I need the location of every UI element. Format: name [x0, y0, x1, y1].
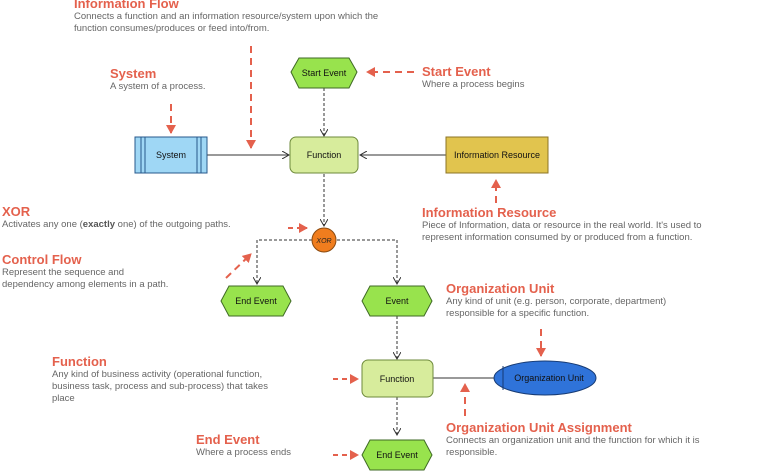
annotation-line: function consumes/produces or feed into/… — [74, 23, 270, 34]
annotation-title: System — [110, 66, 157, 81]
annotation-line: place — [52, 393, 75, 404]
annotation-information-resource: Information Resource Piece of Informatio… — [422, 205, 702, 244]
annotation-information-flow: Information Flow Connects a function and… — [74, 0, 378, 35]
annotation-line: Activates any one (exactly one) of the o… — [2, 219, 231, 230]
function-top-node[interactable]: Function — [289, 136, 359, 174]
annotation-line: Represent the sequence and — [2, 267, 125, 278]
annotation-title: Information Resource — [422, 205, 557, 220]
annotation-line: Any kind of unit (e.g. person, corporate… — [446, 296, 667, 307]
end-event-left-label: End Event — [235, 296, 277, 306]
event-right-shape — [361, 285, 433, 317]
xor-shape — [311, 227, 337, 253]
annotation-title: End Event — [196, 432, 260, 447]
pointer-control-flow — [225, 253, 252, 279]
end-event-bottom-shape — [361, 439, 433, 471]
annotation-line: A system of a process. — [110, 81, 206, 92]
flow-xor-to-event[interactable] — [337, 239, 397, 284]
organization-unit-shape — [493, 360, 597, 396]
annotation-title: Start Event — [422, 64, 491, 79]
annotation-organization-unit-assignment: Organization Unit Assignment Connects an… — [446, 420, 700, 459]
annotation-line: dependency among elements in a path. — [2, 279, 169, 290]
event-right-label: Event — [385, 296, 409, 306]
annotation-line: represent information consumed by or pro… — [422, 232, 693, 243]
annotation-line: Where a process ends — [196, 447, 292, 458]
organization-unit-node[interactable]: Organization Unit — [493, 360, 597, 396]
system-node[interactable]: System — [134, 136, 208, 174]
end-event-left-node[interactable]: End Event — [220, 285, 292, 317]
function-top-label: Function — [307, 150, 342, 160]
function-bottom-label: Function — [380, 374, 415, 384]
annotation-xor: XOR Activates any one (exactly one) of t… — [2, 204, 231, 231]
end-event-left-shape — [220, 285, 292, 317]
information-resource-shape — [445, 136, 549, 174]
annotation-end-event: End Event Where a process ends — [196, 432, 291, 459]
xor-node[interactable]: XOR — [311, 227, 337, 253]
annotation-system: System A system of a process. — [110, 66, 206, 93]
information-resource-node[interactable]: Information Resource — [445, 136, 549, 174]
annotation-title: Organization Unit — [446, 281, 555, 296]
annotation-function: Function Any kind of business activity (… — [52, 354, 268, 405]
function-bottom-shape — [361, 359, 434, 398]
system-shape — [134, 136, 208, 174]
annotation-line: responsible for a specific function. — [446, 308, 590, 319]
annotation-line: Any kind of business activity (operation… — [52, 369, 263, 380]
annotation-line: Connects a function and an information r… — [74, 11, 379, 22]
function-top-shape — [289, 136, 359, 174]
end-event-bottom-label: End Event — [376, 450, 418, 460]
xor-label: XOR — [315, 238, 331, 245]
annotation-line: responsible. — [446, 447, 498, 458]
annotation-line: Piece of Information, data or resource i… — [422, 220, 702, 231]
annotation-start-event: Start Event Where a process begins — [422, 64, 524, 91]
event-right-node[interactable]: Event — [361, 285, 433, 317]
annotation-title: Information Flow — [74, 0, 179, 11]
start-event-label: Start Event — [302, 68, 347, 78]
start-event-shape — [290, 57, 358, 89]
annotation-title: XOR — [2, 204, 31, 219]
flow-xor-to-end-event[interactable] — [257, 239, 312, 284]
start-event-node[interactable]: Start Event — [290, 57, 358, 89]
annotation-arrows — [166, 46, 546, 460]
function-bottom-node[interactable]: Function — [361, 359, 434, 398]
annotation-line: Where a process begins — [422, 79, 525, 90]
information-resource-label: Information Resource — [454, 150, 540, 160]
annotation-title: Function — [52, 354, 107, 369]
annotation-title: Control Flow — [2, 252, 82, 267]
organization-unit-label: Organization Unit — [514, 373, 584, 383]
system-label: System — [156, 150, 186, 160]
annotation-line: business task, process and sub-process) … — [52, 381, 268, 392]
end-event-bottom-node[interactable]: End Event — [361, 439, 433, 471]
annotation-organization-unit: Organization Unit Any kind of unit (e.g.… — [446, 281, 666, 320]
annotation-line: Connects an organization unit and the fu… — [446, 435, 700, 446]
annotation-control-flow: Control Flow Represent the sequence and … — [2, 252, 168, 291]
annotation-title: Organization Unit Assignment — [446, 420, 632, 435]
connectors — [207, 88, 497, 435]
